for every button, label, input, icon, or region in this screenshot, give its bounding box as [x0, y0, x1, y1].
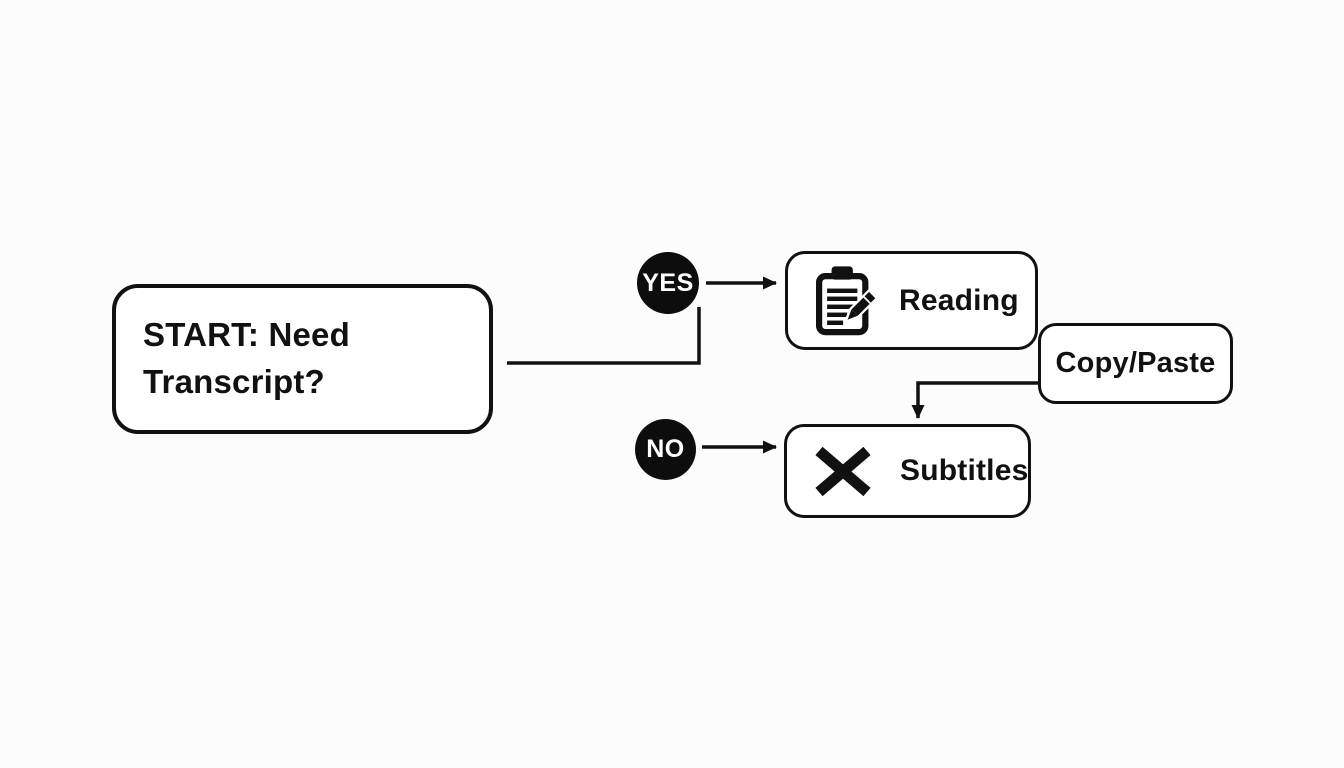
no-badge: NO — [635, 419, 696, 480]
reading-node-label: Reading — [899, 283, 1019, 317]
reading-node: Reading — [785, 251, 1038, 350]
edge-copypaste-to-subtitles — [911, 381, 1038, 419]
subtitles-node: Subtitles — [784, 424, 1031, 518]
edge-start-to-yes — [507, 307, 701, 365]
no-badge-label: NO — [646, 435, 685, 463]
yes-badge: YES — [637, 252, 699, 314]
yes-badge-label: YES — [642, 268, 694, 297]
start-node: START: Need Transcript? — [112, 284, 493, 434]
copy-paste-node-label: Copy/Paste — [1055, 347, 1216, 379]
clipboard-pencil-icon — [812, 264, 876, 338]
copy-paste-node: Copy/Paste — [1038, 323, 1233, 404]
x-mark-icon — [814, 446, 872, 496]
start-node-label: START: Need Transcript? — [143, 316, 350, 400]
subtitles-node-label: Subtitles — [900, 454, 1029, 487]
